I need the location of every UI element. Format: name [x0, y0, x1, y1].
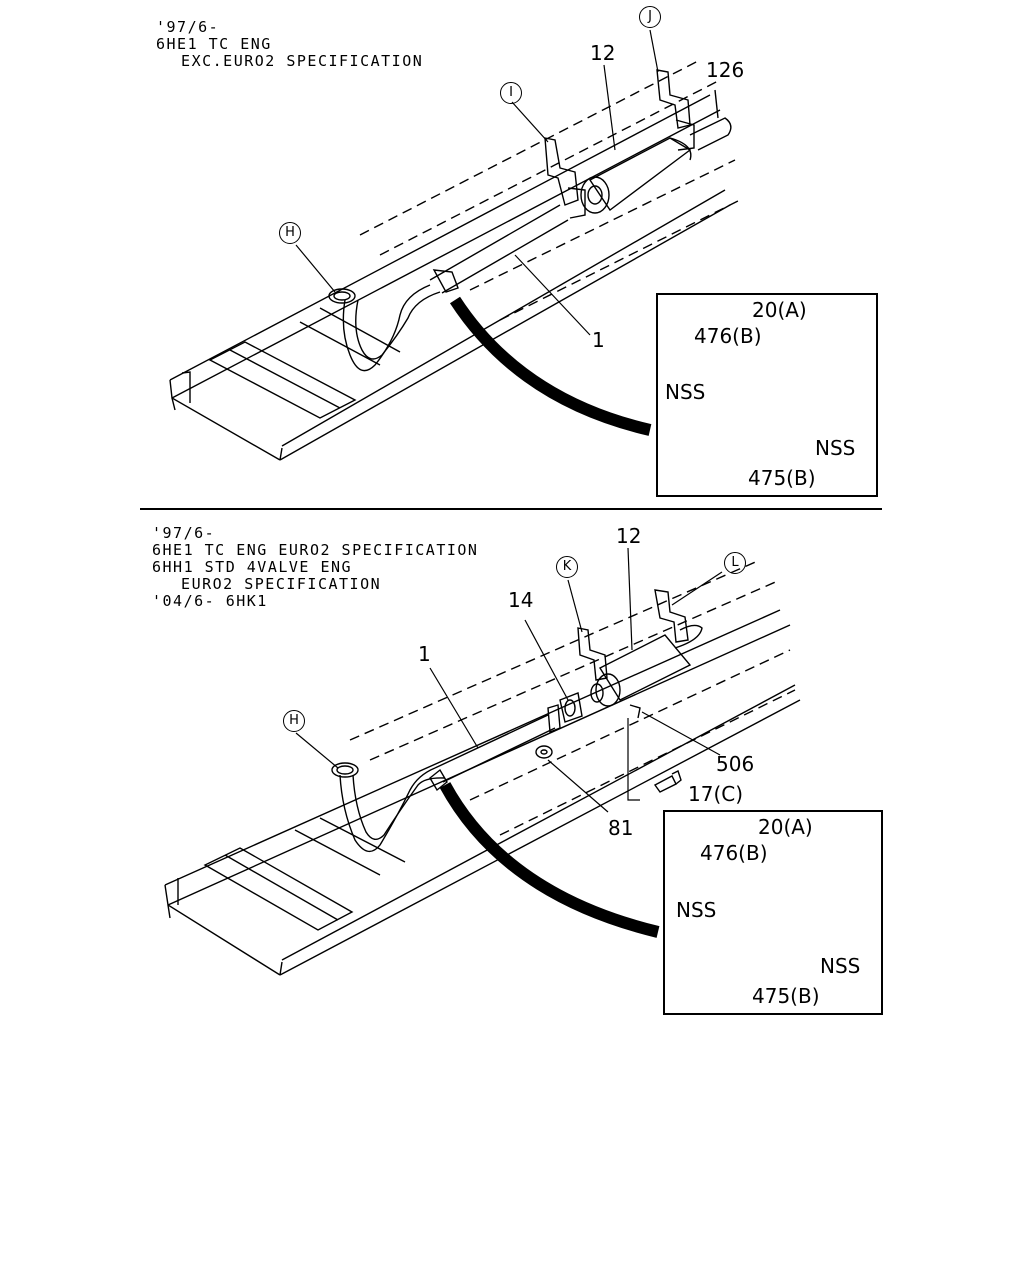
callout-i: I — [500, 82, 522, 104]
part-label-126: 126 — [706, 58, 745, 82]
bottom-spec-line-4: EURO2 SPECIFICATION — [160, 575, 382, 593]
top-leader-lines — [295, 29, 659, 336]
part-label-506: 506 — [716, 752, 755, 776]
top-spec-line-1: '97/6- — [156, 18, 220, 36]
bottom-spec-line-3: 6HH1 STD 4VALVE ENG — [152, 558, 353, 576]
detail-inset-bottom — [663, 810, 883, 1015]
part-label-476b-top: 476(B) — [694, 324, 762, 348]
part-label-476b-bottom: 476(B) — [700, 841, 768, 865]
part-label-20a-top: 20(A) — [752, 298, 807, 322]
top-spec-line-3: EXC.EURO2 SPECIFICATION — [160, 52, 424, 70]
part-label-12-bottom: 12 — [616, 524, 642, 548]
callout-j: J — [639, 6, 661, 28]
part-label-nss-right-bottom: NSS — [820, 954, 861, 978]
bottom-leader-lines — [295, 547, 723, 813]
top-spec-line-2: 6HE1 TC ENG — [156, 35, 272, 53]
bottom-chassis-frame — [164, 559, 801, 976]
bottom-spec-line-5: '04/6- 6HK1 — [152, 592, 268, 610]
callout-h-top: H — [279, 222, 301, 244]
top-detail-connector — [449, 296, 652, 436]
callout-k: K — [556, 556, 578, 578]
part-label-12-top: 12 — [590, 41, 616, 65]
part-label-475b-top: 475(B) — [748, 466, 816, 490]
part-label-nss-right-top: NSS — [815, 436, 856, 460]
part-label-1-bottom: 1 — [418, 642, 431, 666]
part-label-81: 81 — [608, 816, 634, 840]
part-label-475b-bottom: 475(B) — [752, 984, 820, 1008]
detail-inset-top — [656, 293, 878, 497]
part-label-14: 14 — [508, 588, 534, 612]
part-label-17c: 17(C) — [688, 782, 744, 806]
bottom-exhaust-pipe — [331, 589, 703, 853]
top-chassis-frame — [169, 59, 741, 461]
part-label-1-top: 1 — [592, 328, 605, 352]
bottom-spec-line-2: 6HE1 TC ENG EURO2 SPECIFICATION — [152, 541, 479, 559]
top-exhaust-pipe — [328, 69, 732, 372]
part-label-nss-left-top: NSS — [665, 380, 706, 404]
callout-h-bottom: H — [283, 710, 305, 732]
part-label-nss-left-bottom: NSS — [676, 898, 717, 922]
callout-l: L — [724, 552, 746, 574]
bottom-detail-connector — [439, 782, 660, 938]
part-label-20a-bottom: 20(A) — [758, 815, 813, 839]
bottom-spec-line-1: '97/6- — [152, 524, 216, 542]
section-divider — [140, 508, 882, 510]
